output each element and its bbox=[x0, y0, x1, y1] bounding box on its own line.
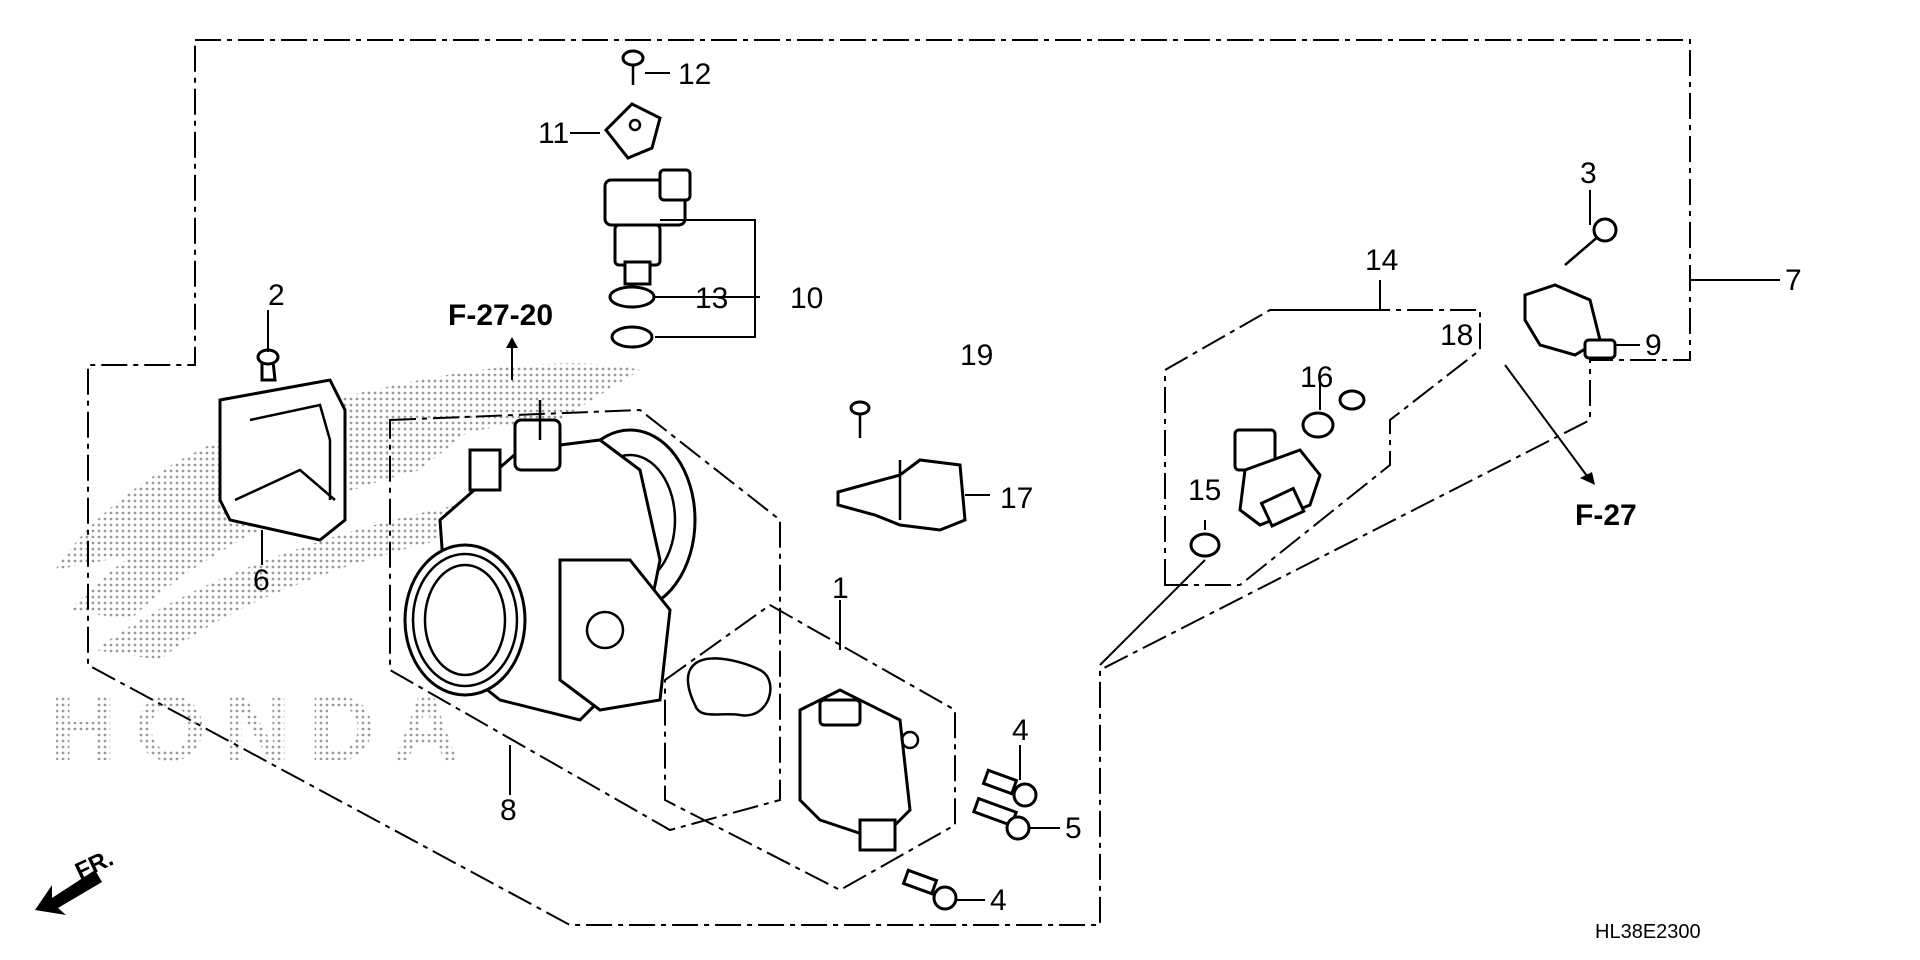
bolt-4-lower bbox=[901, 868, 958, 911]
callout-12: 12 bbox=[678, 58, 711, 91]
ref-arrow-f-27-20 bbox=[506, 337, 518, 380]
callout-7: 7 bbox=[1785, 264, 1802, 297]
sensor-9 bbox=[1523, 283, 1617, 360]
screw-19 bbox=[849, 400, 871, 438]
callout-10: 10 bbox=[790, 282, 823, 315]
bolt-5 bbox=[971, 796, 1031, 841]
callout-2: 2 bbox=[268, 279, 285, 312]
o-ring-15 bbox=[1189, 532, 1221, 558]
screw-2 bbox=[256, 348, 280, 382]
callout-8: 8 bbox=[500, 794, 517, 827]
diagram-code: HL38E2300 bbox=[1595, 921, 1701, 943]
throttle-group-boundary bbox=[389, 408, 781, 832]
ref-label-f-27-20: F-27-20 bbox=[448, 299, 553, 332]
front-label: FR. bbox=[71, 845, 117, 886]
throttle-position-sensor bbox=[798, 688, 920, 852]
injector bbox=[1233, 428, 1322, 528]
bolt-3 bbox=[1564, 217, 1618, 266]
watermark-text: HONDA bbox=[50, 678, 477, 780]
screw-12 bbox=[621, 49, 645, 85]
callout-4-lower: 4 bbox=[990, 884, 1007, 917]
o-ring-18 bbox=[1338, 389, 1366, 411]
callout-9: 9 bbox=[1645, 329, 1662, 362]
throttle-body bbox=[403, 400, 697, 722]
callout-1: 1 bbox=[832, 572, 849, 605]
callout-18: 18 bbox=[1440, 319, 1473, 352]
ref-arrow-f-27 bbox=[1580, 472, 1595, 485]
plate-11 bbox=[603, 102, 662, 160]
callout-13: 13 bbox=[695, 282, 728, 315]
sensor-group-boundary bbox=[664, 603, 956, 892]
cap-16 bbox=[1301, 411, 1335, 439]
front-arrow-icon bbox=[35, 870, 102, 915]
sensor-10 bbox=[603, 168, 692, 286]
seal-ring bbox=[610, 325, 654, 349]
o-ring-13 bbox=[608, 285, 656, 309]
leader-lines bbox=[261, 72, 1780, 901]
callout-19: 19 bbox=[960, 339, 993, 372]
callout-5: 5 bbox=[1065, 812, 1082, 845]
callout-17: 17 bbox=[1000, 482, 1033, 515]
bracket-6 bbox=[218, 378, 347, 542]
bracket-17 bbox=[836, 458, 967, 532]
injector-group-boundary bbox=[1164, 309, 1481, 586]
callout-3: 3 bbox=[1580, 157, 1597, 190]
bolt-4-upper bbox=[981, 768, 1038, 808]
callout-4-upper: 4 bbox=[1012, 714, 1029, 747]
ref-label-f-27: F-27 bbox=[1575, 499, 1637, 532]
callout-14: 14 bbox=[1365, 244, 1398, 277]
callout-15: 15 bbox=[1188, 474, 1221, 507]
callout-16: 16 bbox=[1300, 361, 1333, 394]
callout-11: 11 bbox=[538, 117, 569, 150]
callout-6: 6 bbox=[253, 564, 270, 597]
assembly-boundary bbox=[87, 39, 1691, 926]
sensor-gasket bbox=[686, 657, 772, 717]
